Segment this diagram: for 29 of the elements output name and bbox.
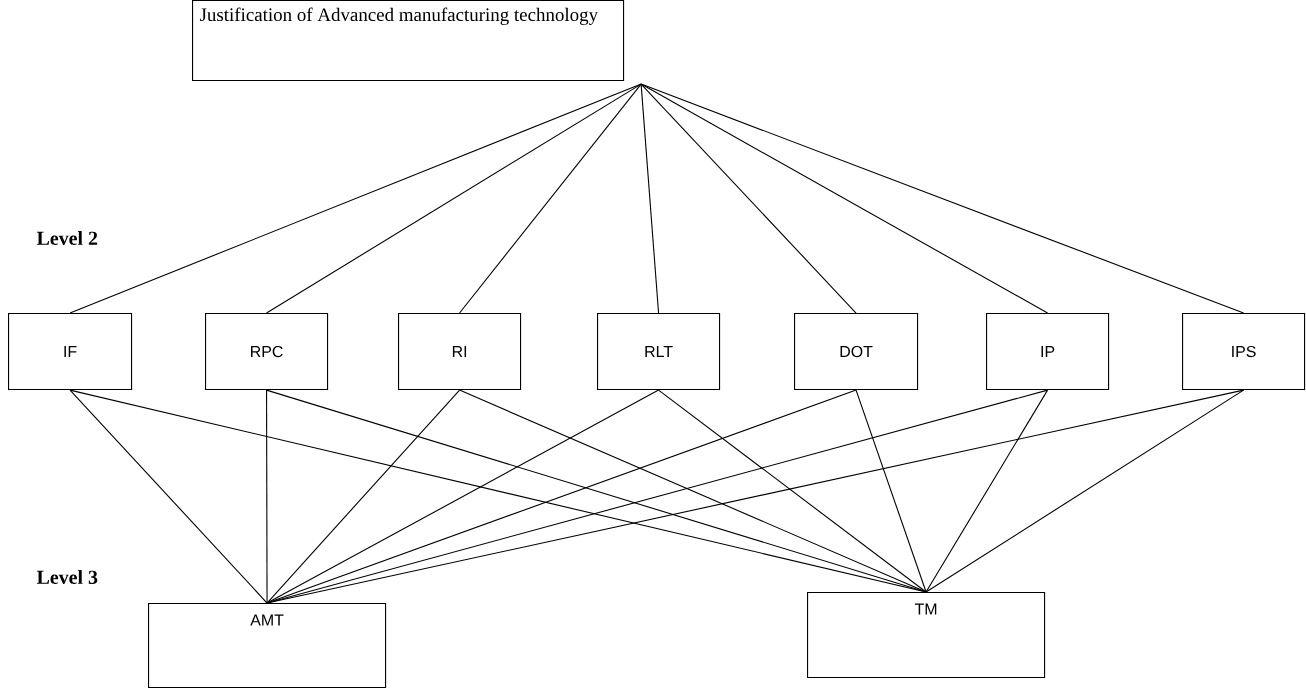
criterion-box: IF [8, 313, 133, 391]
title-box: Justification of Advanced manufacturing technology [192, 0, 625, 82]
criterion-box: RLT [597, 313, 721, 391]
connector-line [640, 83, 857, 314]
criterion-box: RI [398, 313, 522, 391]
connector-line [658, 389, 927, 593]
criterion-box: RPC [205, 313, 329, 391]
connector-line [640, 83, 660, 314]
criterion-box: IPS [1182, 313, 1306, 391]
connector-line [69, 389, 268, 604]
connector-line [855, 389, 927, 593]
connector-line [69, 83, 642, 314]
result-box: AMT [148, 603, 387, 688]
criterion-box: IP [986, 313, 1110, 391]
connector-line [925, 389, 1049, 593]
connector-line [640, 83, 1049, 314]
level-label: Level 2 [36, 231, 98, 245]
connector-line [925, 389, 1245, 593]
connector-line [266, 83, 642, 314]
connector-line [266, 389, 660, 604]
connector-line [459, 389, 927, 593]
connector-line [266, 389, 1245, 604]
connector-line [640, 83, 1245, 314]
connector-line [266, 389, 461, 604]
connector-line [266, 389, 268, 604]
level-label: Level 3 [36, 570, 98, 584]
connector-line [459, 83, 642, 314]
result-box: TM [807, 592, 1046, 679]
criterion-box: DOT [794, 313, 919, 391]
